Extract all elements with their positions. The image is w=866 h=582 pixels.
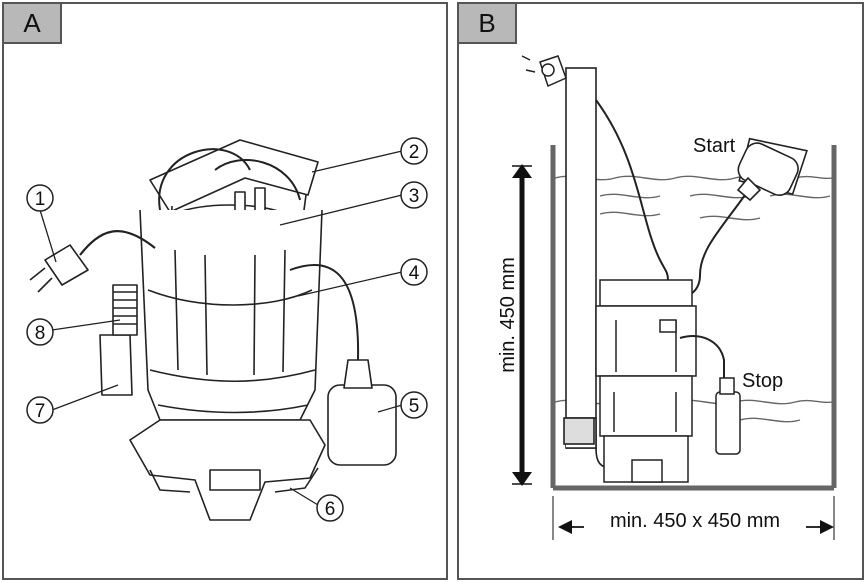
tank <box>550 145 837 491</box>
panel-b-tab: B <box>459 4 517 44</box>
callout-2: 2 <box>400 137 428 165</box>
svg-text:6: 6 <box>325 499 336 520</box>
svg-text:1: 1 <box>35 189 46 210</box>
callout-4: 4 <box>400 258 428 286</box>
callout-leaders <box>39 150 403 506</box>
panel-a-tab: A <box>4 4 62 44</box>
start-label: Start <box>693 135 736 157</box>
svg-text:2: 2 <box>409 142 420 163</box>
power-cable <box>595 99 669 281</box>
callout-6: 6 <box>316 494 344 522</box>
svg-text:5: 5 <box>409 396 420 417</box>
float-switch-start <box>736 137 808 202</box>
height-dimension <box>512 164 532 486</box>
float-switch-stop <box>679 335 741 455</box>
height-label: min. 450 mm <box>497 257 519 373</box>
svg-text:8: 8 <box>35 323 46 344</box>
callout-7: 7 <box>26 396 54 424</box>
svg-text:3: 3 <box>409 186 420 207</box>
plug-icon <box>521 55 567 88</box>
outlet-pipe <box>563 67 613 469</box>
stop-label: Stop <box>742 370 783 392</box>
callout-3: 3 <box>400 181 428 209</box>
callout-1: 1 <box>26 184 54 212</box>
svg-text:4: 4 <box>409 263 420 284</box>
base-label: min. 450 x 450 mm <box>610 510 780 532</box>
pump-illustration <box>29 139 397 521</box>
callout-8: 8 <box>26 318 54 346</box>
callout-5: 5 <box>400 391 428 419</box>
base-label-bg <box>584 507 806 531</box>
pump-in-tank <box>595 279 697 483</box>
svg-text:7: 7 <box>35 401 46 422</box>
